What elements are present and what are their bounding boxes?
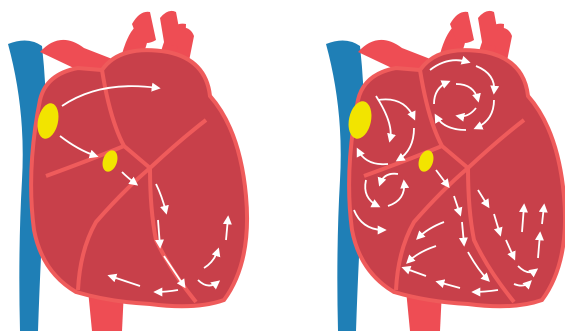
- right-heart: [326, 11, 565, 331]
- left-heart: [8, 11, 247, 331]
